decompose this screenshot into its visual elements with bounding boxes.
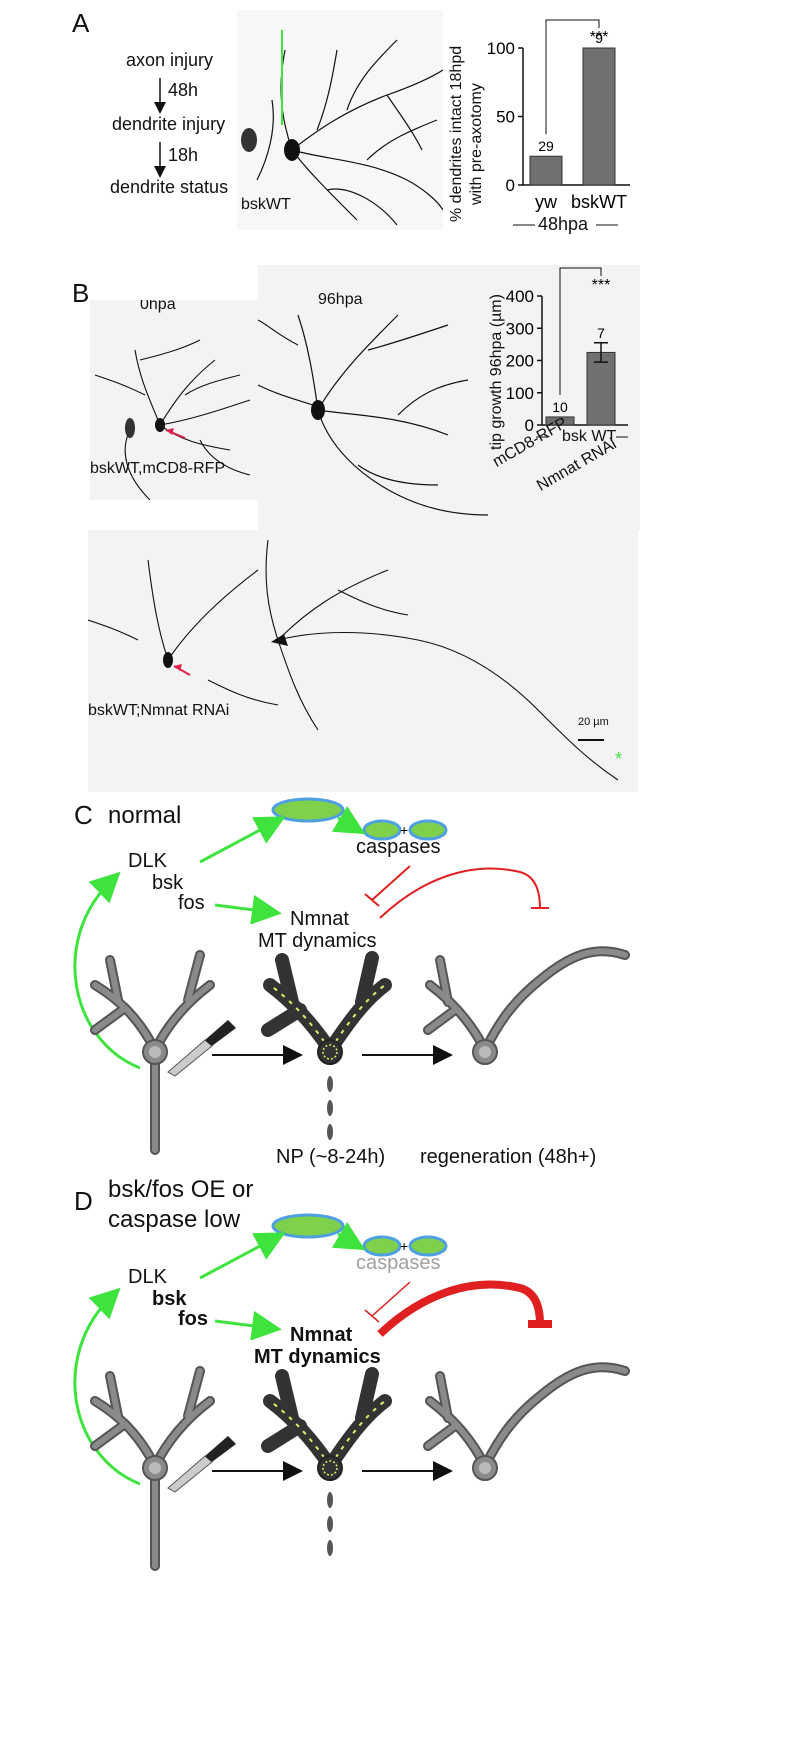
time-96hpa: 96hpa xyxy=(318,291,363,308)
chart-a-significance: *** xyxy=(590,29,609,46)
micrograph-b-96hpa-neurons xyxy=(258,314,489,516)
panel-d-title-2: caspase low xyxy=(108,1206,241,1233)
chart-a-category-label: yw xyxy=(535,192,558,212)
step-dendrite-injury: dendrite injury xyxy=(112,114,226,134)
d-mt-dynamics: MT dynamics xyxy=(254,1346,381,1368)
chart-b-tick-label: 300 xyxy=(506,319,534,338)
chart-b-bar xyxy=(586,351,616,426)
chart-b-n-label: 7 xyxy=(597,325,605,341)
step-48h: 48h xyxy=(168,80,199,100)
panel-d-title-1: bsk/fos OE or xyxy=(108,1176,254,1203)
d-knife-icon xyxy=(167,1436,236,1493)
chart-a-group-label: 48hpa xyxy=(538,214,589,234)
d-dlk: DLK xyxy=(128,1266,167,1288)
chart-b-n-label: 10 xyxy=(552,399,568,415)
chart-a-n-label: 9 xyxy=(595,30,603,46)
micrograph-b-96hpa: 96hpa xyxy=(258,265,640,530)
chart-b: 0 100 200 300 400 10 7 *** xyxy=(506,267,628,438)
chart-a-tick-label: 0 xyxy=(506,176,515,195)
c-caspases: caspases xyxy=(356,836,441,858)
d-mitochondria: + xyxy=(271,1213,448,1257)
label-bskwt-rnai: bskWT;Nmnat RNAi xyxy=(88,702,230,719)
c-mt-dynamics: MT dynamics xyxy=(258,930,377,952)
micrograph-b-0hpa-neurons xyxy=(94,339,251,500)
c-knife-icon xyxy=(167,1020,236,1077)
panel-c-letter: C xyxy=(74,800,93,830)
chart-a-bar xyxy=(529,155,563,186)
micrograph-a-neurons xyxy=(241,30,443,226)
svg-text:*: * xyxy=(615,749,622,769)
panel-b-letter: B xyxy=(72,278,90,308)
chart-b-significance-bracket xyxy=(559,267,602,395)
chart-a-tick-label: 50 xyxy=(496,108,515,127)
chart-a-category-label: bskWT xyxy=(571,192,627,212)
chart-b-tick-label: 400 xyxy=(506,287,534,306)
chart-a-bar xyxy=(582,47,616,186)
label-bskwt-mcd8: bskWT,mCD8-RFP xyxy=(90,460,226,477)
chart-a-tick-label: 100 xyxy=(487,39,515,58)
d-fos: fos xyxy=(178,1308,208,1330)
c-bsk: bsk xyxy=(152,872,184,894)
step-dendrite-status: dendrite status xyxy=(110,177,229,197)
chart-b-group-label: bsk WT xyxy=(562,428,617,445)
panel-a-letter: A xyxy=(72,8,90,38)
micrograph-b-rnai: * bskWT;Nmnat RNAi 20 µm xyxy=(88,530,638,792)
micrograph-b-rnai-neurons: * xyxy=(88,539,622,781)
d-nmnat: Nmnat xyxy=(290,1324,353,1346)
time-0hpa: 0hpa xyxy=(140,300,176,313)
chart-a-n-label: 29 xyxy=(538,138,554,154)
c-mitochondria: + xyxy=(271,797,448,841)
c-nmnat: Nmnat xyxy=(290,908,349,930)
d-caspases: caspases xyxy=(356,1252,441,1274)
panel-c-title: normal xyxy=(108,802,182,829)
micrograph-a: bskWT xyxy=(237,10,443,230)
panel-d-letter: D xyxy=(74,1186,93,1216)
chart-b-bar xyxy=(545,416,575,426)
c-fos: fos xyxy=(178,892,205,914)
c-regen-label: regeneration (48h+) xyxy=(420,1146,597,1168)
chart-b-tick-label: 0 xyxy=(525,416,534,435)
scale-bar-label: 20 µm xyxy=(578,716,609,728)
micrograph-b-0hpa: 0hpa bskWT,mCD8-RFP xyxy=(90,300,258,500)
chart-a-significance-bracket xyxy=(545,19,600,135)
chart-b-tick-label: 200 xyxy=(506,352,534,371)
c-dlk: DLK xyxy=(128,850,167,872)
chart-b-significance: *** xyxy=(592,277,611,294)
d-bsk: bsk xyxy=(152,1288,187,1310)
micrograph-a-label: bskWT xyxy=(241,196,291,213)
step-axon-injury: axon injury xyxy=(126,50,214,70)
c-np-label: NP (~8-24h) xyxy=(276,1146,386,1168)
chart-b-tick-label: 100 xyxy=(506,384,534,403)
step-18h: 18h xyxy=(168,145,199,165)
